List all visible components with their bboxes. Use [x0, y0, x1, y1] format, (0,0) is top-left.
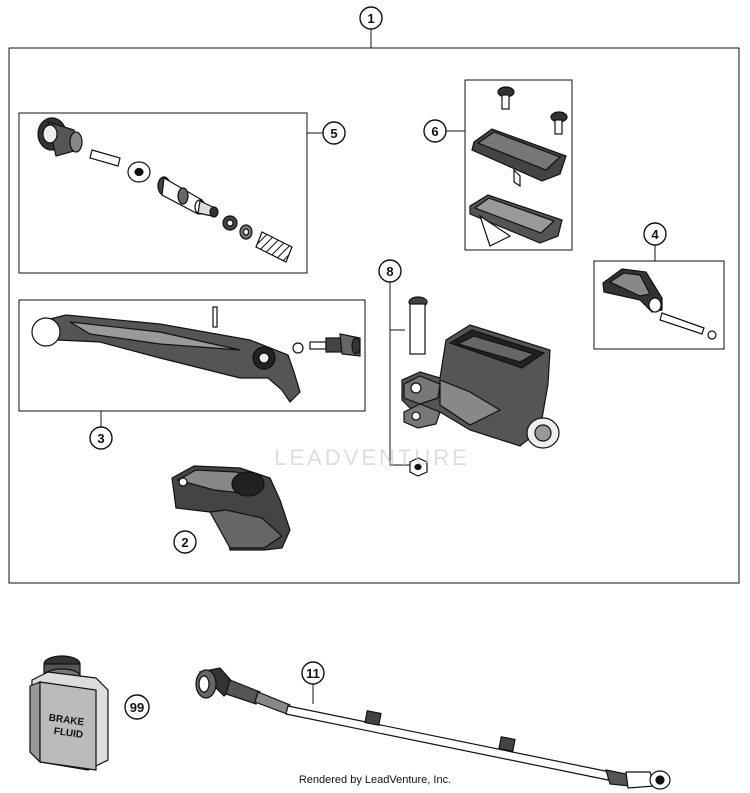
- kit-box-6: [464, 79, 573, 251]
- watermark-text: LEADVENTURE: [274, 445, 470, 470]
- callout-3[interactable]: 3: [89, 411, 113, 450]
- master-cylinder-parts: [401, 296, 560, 477]
- pivot-kit-parts: [602, 268, 717, 340]
- cap-screw-right: [550, 111, 568, 135]
- brake-lever-parts: [31, 306, 361, 403]
- return-spring: [255, 231, 293, 263]
- brake-fluid-label-line1: BRAKE: [48, 713, 85, 729]
- lever-pin: [212, 306, 218, 328]
- mount-nut: [409, 457, 428, 477]
- reservoir-cap-parts: [469, 86, 568, 247]
- svg-text:3: 3: [97, 431, 104, 446]
- assembly-frame: [8, 47, 740, 584]
- callout-1[interactable]: 1: [359, 6, 383, 48]
- callout-4[interactable]: 4: [643, 222, 667, 261]
- callout-8[interactable]: 8: [378, 259, 412, 466]
- svg-text:5: 5: [330, 126, 337, 141]
- cap-screw-left: [497, 86, 515, 110]
- svg-text:4: 4: [651, 227, 659, 242]
- adjuster-screw: [309, 333, 361, 357]
- svg-text:2: 2: [181, 535, 188, 550]
- push-rod: [89, 149, 121, 167]
- brake-lever: [36, 314, 301, 403]
- piston: [157, 176, 219, 218]
- kit-box-4: [593, 260, 725, 350]
- svg-text:1: 1: [367, 11, 374, 26]
- master-cylinder-body: [401, 324, 560, 449]
- svg-text:11: 11: [306, 666, 320, 681]
- callout-11[interactable]: 11: [301, 661, 325, 704]
- brake-line: [195, 667, 671, 790]
- pivot-pin: [659, 312, 705, 335]
- mount-bolt: [408, 296, 428, 355]
- pivot-clip: [707, 330, 717, 340]
- callout-5[interactable]: 5: [307, 121, 346, 145]
- piston-kit-parts: [37, 117, 293, 263]
- svg-text:99: 99: [130, 700, 144, 715]
- adjuster-clip: [292, 342, 304, 354]
- callout-2[interactable]: 2: [173, 530, 197, 554]
- callout-99[interactable]: 99: [124, 694, 150, 720]
- dust-boot: [37, 117, 83, 157]
- kit-box-3: [18, 299, 366, 412]
- handlebar-clamp: [171, 465, 291, 551]
- brake-fluid-can: [29, 655, 109, 771]
- kit-box-5: [18, 112, 308, 274]
- svg-text:8: 8: [386, 264, 393, 279]
- svg-text:6: 6: [431, 124, 438, 139]
- brake-fluid-label-line2: FLUID: [53, 726, 84, 741]
- footer-credit: Rendered by LeadVenture, Inc.: [298, 774, 452, 786]
- callout-6[interactable]: 6: [423, 119, 465, 143]
